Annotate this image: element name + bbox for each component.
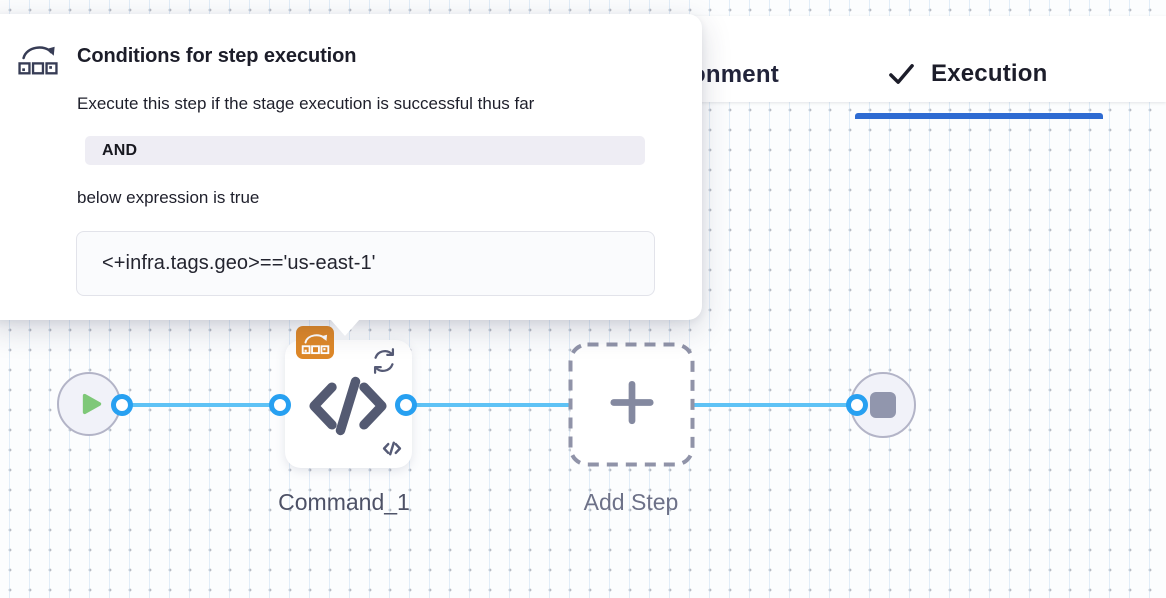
expression-box: <+infra.tags.geo>=='us-east-1' [76, 231, 655, 296]
code-icon [304, 374, 392, 443]
add-step-label: Add Step [583, 489, 679, 515]
conditional-execution-icon [17, 40, 59, 76]
connection-port[interactable] [846, 394, 868, 416]
step-condition-popover: Conditions for step execution Execute th… [0, 14, 702, 320]
connector-edge [693, 403, 859, 407]
operator-label: AND [102, 141, 138, 159]
conditional-execution-badge-icon[interactable] [296, 326, 334, 359]
connector-edge [404, 403, 570, 407]
stop-icon [870, 392, 896, 418]
popover-caret [330, 319, 360, 336]
connection-port[interactable] [269, 394, 291, 416]
connection-port[interactable] [111, 394, 133, 416]
code-mini-icon [382, 441, 402, 461]
popover-title: Conditions for step execution [77, 45, 357, 67]
tab-execution[interactable]: Execution [888, 60, 1048, 88]
add-step-button[interactable] [568, 342, 695, 467]
expression-text: <+infra.tags.geo>=='us-east-1' [102, 252, 376, 274]
command-step-label: Command_1 [278, 489, 410, 515]
popover-description: Execute this step if the stage execution… [77, 94, 535, 113]
checkmark-icon [888, 62, 915, 86]
popover-expression-intro: below expression is true [77, 188, 260, 207]
connector-edge [120, 403, 282, 407]
command-step-node[interactable] [285, 340, 412, 468]
active-tab-underline [855, 113, 1103, 119]
tab-execution-label: Execution [931, 60, 1048, 87]
play-icon [82, 393, 102, 415]
connection-port[interactable] [395, 394, 417, 416]
loop-icon [369, 346, 399, 381]
operator-bar: AND [85, 136, 645, 165]
plus-icon [609, 379, 655, 430]
